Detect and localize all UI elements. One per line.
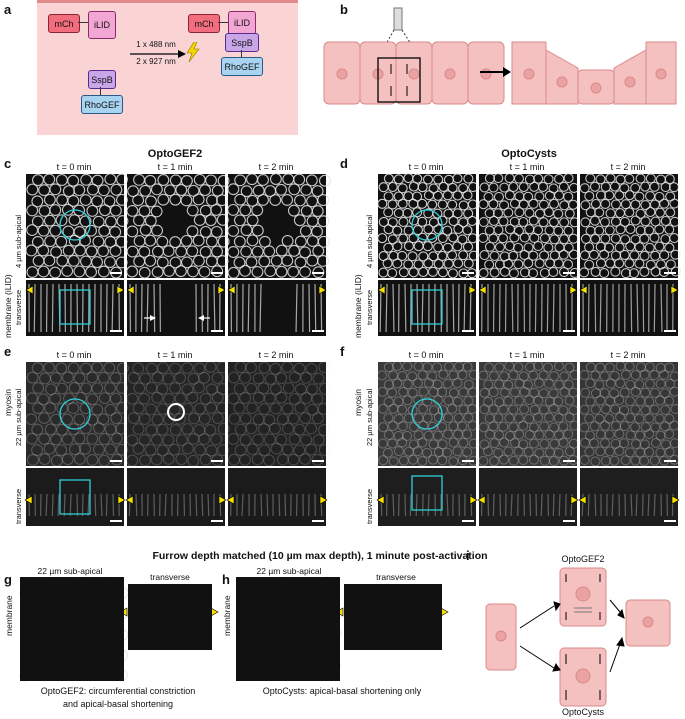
micrograph-transverse [580, 280, 678, 336]
micrograph-membrane [378, 174, 476, 278]
row-label-myosin: myosin [3, 389, 13, 416]
micrograph-g-sub-apical [20, 577, 124, 681]
time-label: t = 2 min [610, 350, 646, 360]
micrograph-transverse [479, 280, 577, 336]
linker-right [218, 22, 228, 23]
mch-box-right: mCh [188, 14, 220, 33]
micrograph-myosin [228, 362, 326, 466]
micrograph-transverse [26, 280, 124, 336]
light-arrow [130, 50, 186, 58]
micrograph-myosin-transverse [127, 468, 225, 526]
micrograph-membrane [580, 174, 678, 278]
time-label: t = 2 min [258, 350, 294, 360]
sspb-box-left: SspB [88, 70, 116, 89]
linker-left [78, 22, 88, 23]
g-caption-line2: and apical-basal shortening [62, 699, 174, 709]
panel-c-label: c [4, 156, 12, 171]
h-right-label: transverse [376, 572, 416, 582]
micrograph-membrane [127, 174, 225, 278]
time-label: t = 1 min [157, 350, 193, 360]
lightning-icon [186, 42, 200, 62]
panel-a-label: a [4, 2, 12, 17]
row-label-membrane-ilid: membrane (iLID) [3, 274, 13, 338]
sspb-box-right: SspB [225, 33, 259, 52]
g-right-label: transverse [150, 572, 190, 582]
panel-i-label: i [466, 548, 470, 563]
row-label-22um: 22 µm sub-apical [365, 388, 374, 446]
micrograph-myosin [26, 362, 124, 466]
time-label: t = 0 min [56, 350, 92, 360]
micrograph-g-transverse [128, 584, 212, 650]
h-caption: OptoCysts: apical-basal shortening only [262, 686, 422, 696]
micrograph-h-transverse [344, 584, 442, 650]
micrograph-myosin-transverse [479, 468, 577, 526]
linker-sspb-right [241, 50, 242, 57]
light-text-1: 1 x 488 nm [136, 40, 176, 49]
row-label-membrane: membrane [4, 595, 14, 636]
mch-box-left: mCh [48, 14, 80, 33]
rhogef-box-left: RhoGEF [81, 95, 123, 114]
panel-i-top-label: OptoGEF2 [561, 554, 605, 564]
title-optocysts: OptoCysts [501, 148, 557, 160]
panel-b-label: b [340, 2, 348, 17]
ilid-box-right: iLID [228, 11, 256, 35]
bottom-heading: Furrow depth matched (10 µm max depth), … [152, 550, 488, 562]
panel-b-diagram [323, 7, 677, 105]
g-left-label: 22 µm sub-apical [37, 566, 103, 576]
panel-g-label: g [4, 572, 12, 587]
time-label: t = 0 min [408, 350, 444, 360]
row-label-membrane-ilid: membrane (iLID) [353, 274, 363, 338]
micrograph-membrane [228, 174, 326, 278]
h-left-label: 22 µm sub-apical [256, 566, 322, 576]
micrograph-myosin-transverse [378, 468, 476, 526]
row-label-membrane: membrane [222, 595, 232, 636]
time-label: t = 1 min [157, 162, 193, 172]
row-label-transverse: transverse [14, 488, 23, 524]
micrograph-myosin [479, 362, 577, 466]
time-label: t = 2 min [258, 162, 294, 172]
micrograph-myosin [580, 362, 678, 466]
g-caption-line1: OptoGEF2: circumferential constriction [40, 686, 196, 696]
row-label-transverse: transverse [365, 289, 374, 325]
micrograph-transverse [378, 280, 476, 336]
title-optogef2: OptoGEF2 [147, 148, 203, 160]
micrograph-membrane [26, 174, 124, 278]
time-label: t = 1 min [509, 162, 545, 172]
row-label-4um: 4 µm sub-apical [14, 214, 23, 268]
panel-e-label: e [4, 344, 12, 359]
row-label-4um: 4 µm sub-apical [365, 214, 374, 268]
ilid-box-left: iLID [88, 11, 116, 39]
row-label-22um: 22 µm sub-apical [14, 388, 23, 446]
micrograph-h-sub-apical [236, 577, 340, 681]
light-text-2: 2 x 927 nm [136, 57, 176, 66]
micrograph-myosin-transverse [26, 468, 124, 526]
micrograph-transverse [127, 280, 225, 336]
panel-h-label: h [222, 572, 230, 587]
time-label: t = 0 min [56, 162, 92, 172]
row-label-transverse: transverse [14, 289, 23, 325]
time-label: t = 1 min [509, 350, 545, 360]
panel-i-diagram [485, 567, 671, 707]
row-label-transverse: transverse [365, 488, 374, 524]
micrograph-membrane [479, 174, 577, 278]
row-label-myosin: myosin [353, 389, 363, 416]
panel-d-label: d [340, 156, 348, 171]
panel-f-label: f [340, 344, 345, 359]
micrograph-myosin [127, 362, 225, 466]
time-label: t = 0 min [408, 162, 444, 172]
time-label: t = 2 min [610, 162, 646, 172]
micrograph-myosin [378, 362, 476, 466]
micrograph-myosin-transverse [228, 468, 326, 526]
micrograph-myosin-transverse [580, 468, 678, 526]
micrograph-transverse [228, 280, 326, 336]
rhogef-box-right: RhoGEF [221, 57, 263, 76]
linker-sspb-left [100, 87, 101, 95]
panel-i-bottom-label: OptoCysts [561, 707, 604, 717]
